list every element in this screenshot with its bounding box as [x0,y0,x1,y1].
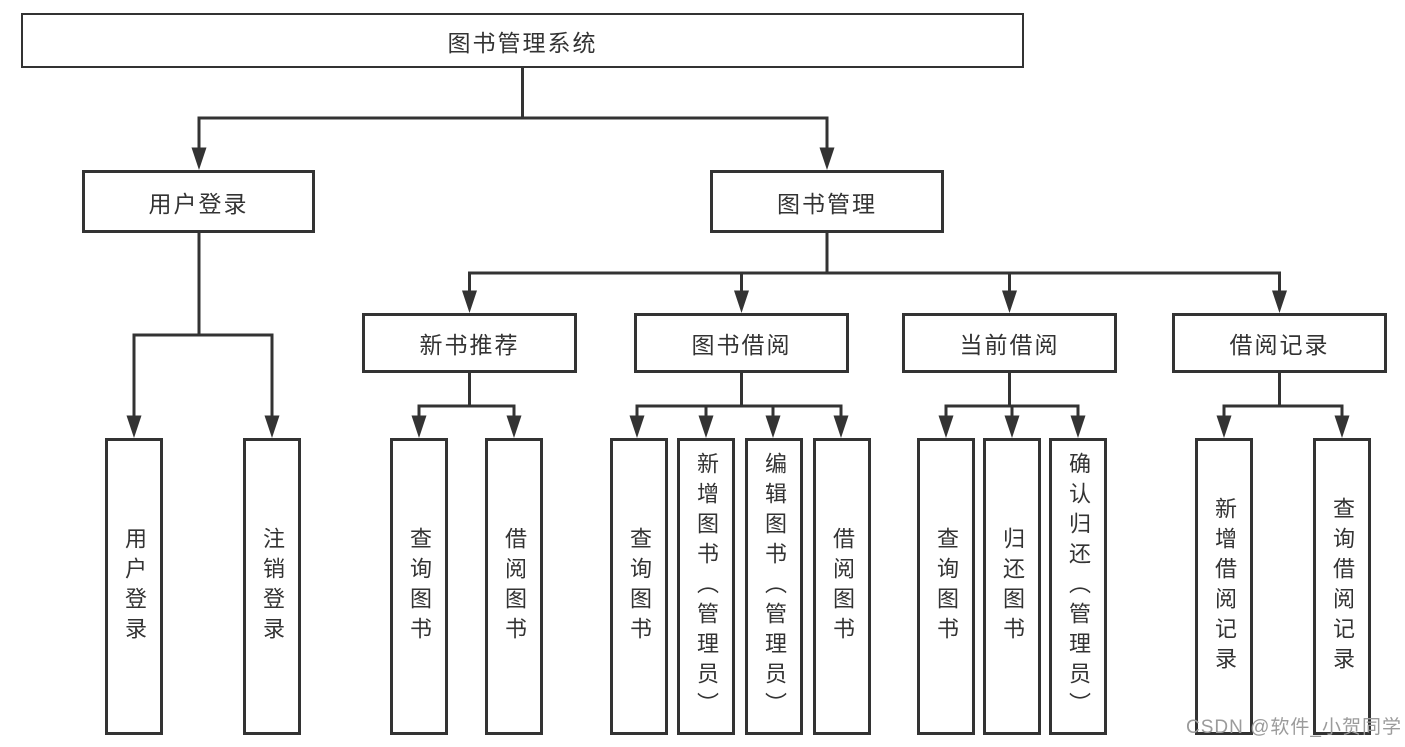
connector-root-to-level2 [191,66,835,170]
node-book-mgmt-label: 图书管理 [777,190,877,217]
leaf-edit-books: 编辑图书（管理员） [745,438,803,735]
leaf-query-borrow-record: 查询借阅记录 [1313,438,1371,735]
node-new-book-rec-label: 新书推荐 [419,332,520,358]
leaf-query-books-cur-label: 查询图书 [934,526,959,647]
connector-current-borrow-children [938,371,1086,438]
leaf-query-books-rec: 查询图书 [390,438,448,735]
leaf-borrow-books-bb: 借阅图书 [813,438,871,735]
leaf-user-login-label: 用户登录 [122,526,147,647]
node-book-borrow: 图书借阅 [634,313,849,373]
leaf-borrow-books-rec: 借阅图书 [485,438,543,735]
connector-user-login-children [126,231,280,438]
connector-borrow-records-children [1216,371,1350,438]
leaf-add-borrow-record: 新增借阅记录 [1195,438,1253,735]
node-root: 图书管理系统 [21,13,1024,68]
leaf-confirm-return-label: 确认归还（管理员） [1066,451,1091,722]
leaf-return-books: 归还图书 [983,438,1041,735]
leaf-borrow-books-bb-label: 借阅图书 [830,526,855,647]
leaf-edit-books-label: 编辑图书（管理员） [762,451,787,722]
leaf-return-books-label: 归还图书 [1000,526,1025,647]
node-book-borrow-label: 图书借阅 [691,332,792,358]
node-current-borrow: 当前借阅 [902,313,1117,373]
connector-book-mgmt-to-level3 [462,231,1287,313]
node-user-login-label: 用户登录 [148,190,249,217]
leaf-query-books-cur: 查询图书 [917,438,975,735]
node-borrow-records: 借阅记录 [1172,313,1387,373]
node-current-borrow-label: 当前借阅 [959,332,1060,358]
leaf-logout-label: 注销登录 [260,526,285,647]
leaf-query-books-rec-label: 查询图书 [407,526,432,647]
leaf-add-borrow-record-label: 新增借阅记录 [1212,496,1237,677]
leaf-query-books-bb: 查询图书 [610,438,668,735]
node-new-book-rec: 新书推荐 [362,313,577,373]
node-borrow-records-label: 借阅记录 [1229,332,1330,358]
leaf-add-books-label: 新增图书（管理员） [694,451,719,722]
leaf-logout: 注销登录 [243,438,301,735]
node-book-mgmt: 图书管理 [710,170,944,233]
watermark: CSDN @软件_小贺同学 [1186,717,1402,738]
node-user-login: 用户登录 [82,170,315,233]
leaf-query-books-bb-label: 查询图书 [627,526,652,647]
node-root-label: 图书管理系统 [447,29,598,56]
leaf-query-borrow-record-label: 查询借阅记录 [1330,496,1355,677]
connector-new-book-rec-children [411,371,522,438]
leaf-user-login: 用户登录 [105,438,163,735]
connector-book-borrow-children [629,371,849,438]
leaf-borrow-books-rec-label: 借阅图书 [502,526,527,647]
leaf-add-books: 新增图书（管理员） [677,438,735,735]
leaf-confirm-return: 确认归还（管理员） [1049,438,1107,735]
